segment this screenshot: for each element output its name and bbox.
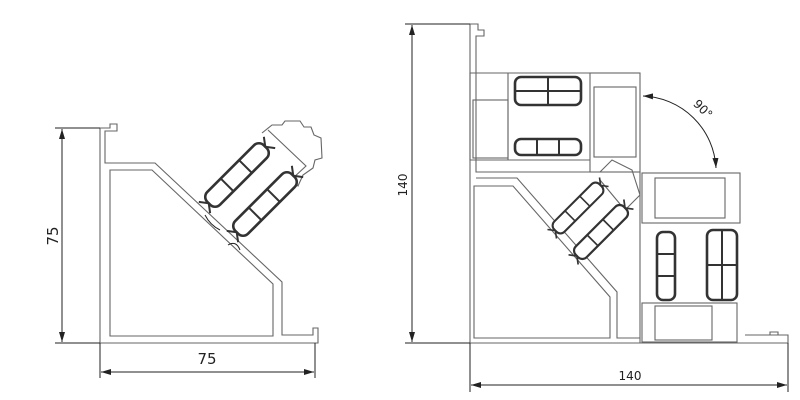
dimension-width-75: 75: [99, 343, 316, 378]
corner-chamber: [473, 185, 611, 339]
corner-profile-75: [99, 120, 323, 344]
dimension-height-140: 140: [396, 23, 470, 344]
profile-chamber: [109, 169, 274, 337]
sash-chamber: [589, 72, 641, 173]
sash-chamber: [641, 172, 741, 224]
frame-outline: [469, 23, 641, 344]
angle-dimension-90: 90°: [642, 93, 719, 169]
height-label: 140: [396, 174, 410, 197]
glazing-bead: [599, 159, 641, 211]
sash-chamber: [641, 302, 738, 343]
dimension-height-75: 75: [44, 127, 100, 344]
width-label: 140: [619, 369, 642, 383]
height-label: 75: [44, 226, 62, 245]
profile-outline: [99, 123, 319, 344]
dimension-width-140: 140: [469, 343, 789, 392]
corner-profile-140: [469, 23, 789, 344]
sash-chamber: [472, 99, 509, 159]
width-label: 75: [197, 350, 216, 368]
glazing-unit: [655, 230, 677, 302]
glazing-unit: [513, 137, 583, 157]
